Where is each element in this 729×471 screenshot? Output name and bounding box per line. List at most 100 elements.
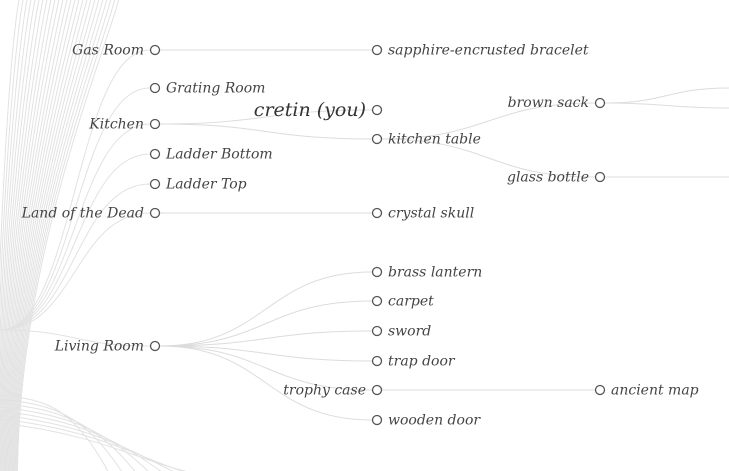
background-branch [0,410,162,471]
node-circle[interactable] [594,97,606,109]
background-branch [0,0,48,471]
node-circle[interactable] [371,414,383,426]
tree-link [159,300,373,347]
background-branch [12,0,100,471]
background-branch [13,0,104,471]
node-label[interactable]: brass lantern [388,265,482,281]
node-circle[interactable] [371,44,383,56]
background-branch [16,0,116,471]
node-living-room[interactable]: Living Room [54,339,161,355]
background-branch [0,0,20,277]
node-circle[interactable] [149,148,161,160]
background-branch [0,123,151,331]
node-label[interactable]: Kitchen [88,117,144,133]
node-gas-room[interactable]: Gas Room [72,43,161,59]
node-circle[interactable] [149,178,161,190]
node-circle[interactable] [149,118,161,130]
node-circle[interactable] [149,207,161,219]
node-label[interactable]: Ladder Top [165,177,247,193]
node-kitchen[interactable]: Kitchen [88,117,161,133]
node-circle[interactable] [149,82,161,94]
background-branch [0,0,24,317]
node-circle[interactable] [371,325,383,337]
background-branch-lines [0,0,187,471]
node-label[interactable]: sapphire-encrusted bracelet [388,43,589,59]
node-label[interactable]: brown sack [508,95,589,111]
background-branch [7,0,76,471]
background-branch [9,0,88,471]
node-circle[interactable] [594,171,606,183]
node-circle[interactable] [371,207,383,219]
background-branch [0,406,149,471]
background-branch [5,0,68,471]
node-circle[interactable] [371,384,383,396]
node-label[interactable]: Living Room [54,339,144,355]
node-label[interactable]: trophy case [283,383,366,399]
background-branch [0,398,122,471]
background-branch [0,49,151,331]
node-cretin-you[interactable]: cretin (you) [254,99,383,121]
node-land-of-the-dead[interactable]: Land of the Dead [21,206,161,222]
background-branch [4,0,64,471]
tree-link [159,345,373,421]
node-label[interactable]: carpet [388,294,434,310]
tree-link [159,330,373,347]
background-branch [1,0,52,471]
node-circle[interactable] [371,266,383,278]
node-glass-bottle[interactable]: glass bottle [507,170,606,186]
background-branch [8,0,80,471]
node-circle[interactable] [594,384,606,396]
node-label[interactable]: Land of the Dead [21,206,144,222]
node-ancient-map[interactable]: ancient map [594,383,699,399]
node-crystal-skull[interactable]: crystal skull [371,206,475,222]
background-branch [0,0,28,351]
node-label[interactable]: Ladder Bottom [165,147,273,163]
node-label[interactable]: ancient map [611,383,699,399]
tree-link [159,123,373,140]
node-grating-room[interactable]: Grating Room [149,81,266,97]
node-circle[interactable] [149,44,161,56]
node-sapphire-bracelet[interactable]: sapphire-encrusted bracelet [371,43,589,59]
node-wooden-door[interactable]: wooden door [371,413,482,429]
node-ladder-bottom[interactable]: Ladder Bottom [149,147,273,163]
node-ladder-top[interactable]: Ladder Top [149,177,247,193]
node-label[interactable]: trap door [388,354,456,370]
tree-link [159,109,373,125]
background-branch [6,0,72,471]
node-trap-door[interactable]: trap door [371,354,456,370]
node-label[interactable]: Gas Room [72,43,144,59]
node-label[interactable]: cretin (you) [254,99,366,121]
background-branch [0,0,32,384]
tree-link [604,87,729,104]
node-sword[interactable]: sword [371,324,432,340]
background-branch [0,153,151,331]
background-branch [0,0,44,471]
node-circle[interactable] [371,295,383,307]
tree-link [604,102,729,109]
node-label[interactable]: wooden door [388,413,481,429]
tree-link [381,102,596,140]
background-branch [0,329,151,347]
background-branch [2,0,56,471]
node-circle[interactable] [371,133,383,145]
tree-link [159,271,373,347]
background-branch [11,0,96,471]
background-branch [17,0,120,471]
node-label[interactable]: sword [388,324,431,340]
background-branch [0,402,136,471]
node-label[interactable]: kitchen table [388,132,481,148]
node-circle[interactable] [149,340,161,352]
node-kitchen-table[interactable]: kitchen table [371,132,481,148]
node-label[interactable]: crystal skull [388,206,474,222]
background-branch [15,0,112,471]
background-branch [0,212,151,331]
node-circle[interactable] [371,355,383,367]
node-circle[interactable] [371,104,383,116]
node-brown-sack[interactable]: brown sack [508,95,606,111]
node-label[interactable]: Grating Room [166,81,265,97]
node-brass-lantern[interactable]: brass lantern [371,265,483,281]
node-carpet[interactable]: carpet [371,294,435,310]
node-trophy-case[interactable]: trophy case [283,383,383,399]
background-branch [0,0,36,420]
node-label[interactable]: glass bottle [507,170,589,186]
